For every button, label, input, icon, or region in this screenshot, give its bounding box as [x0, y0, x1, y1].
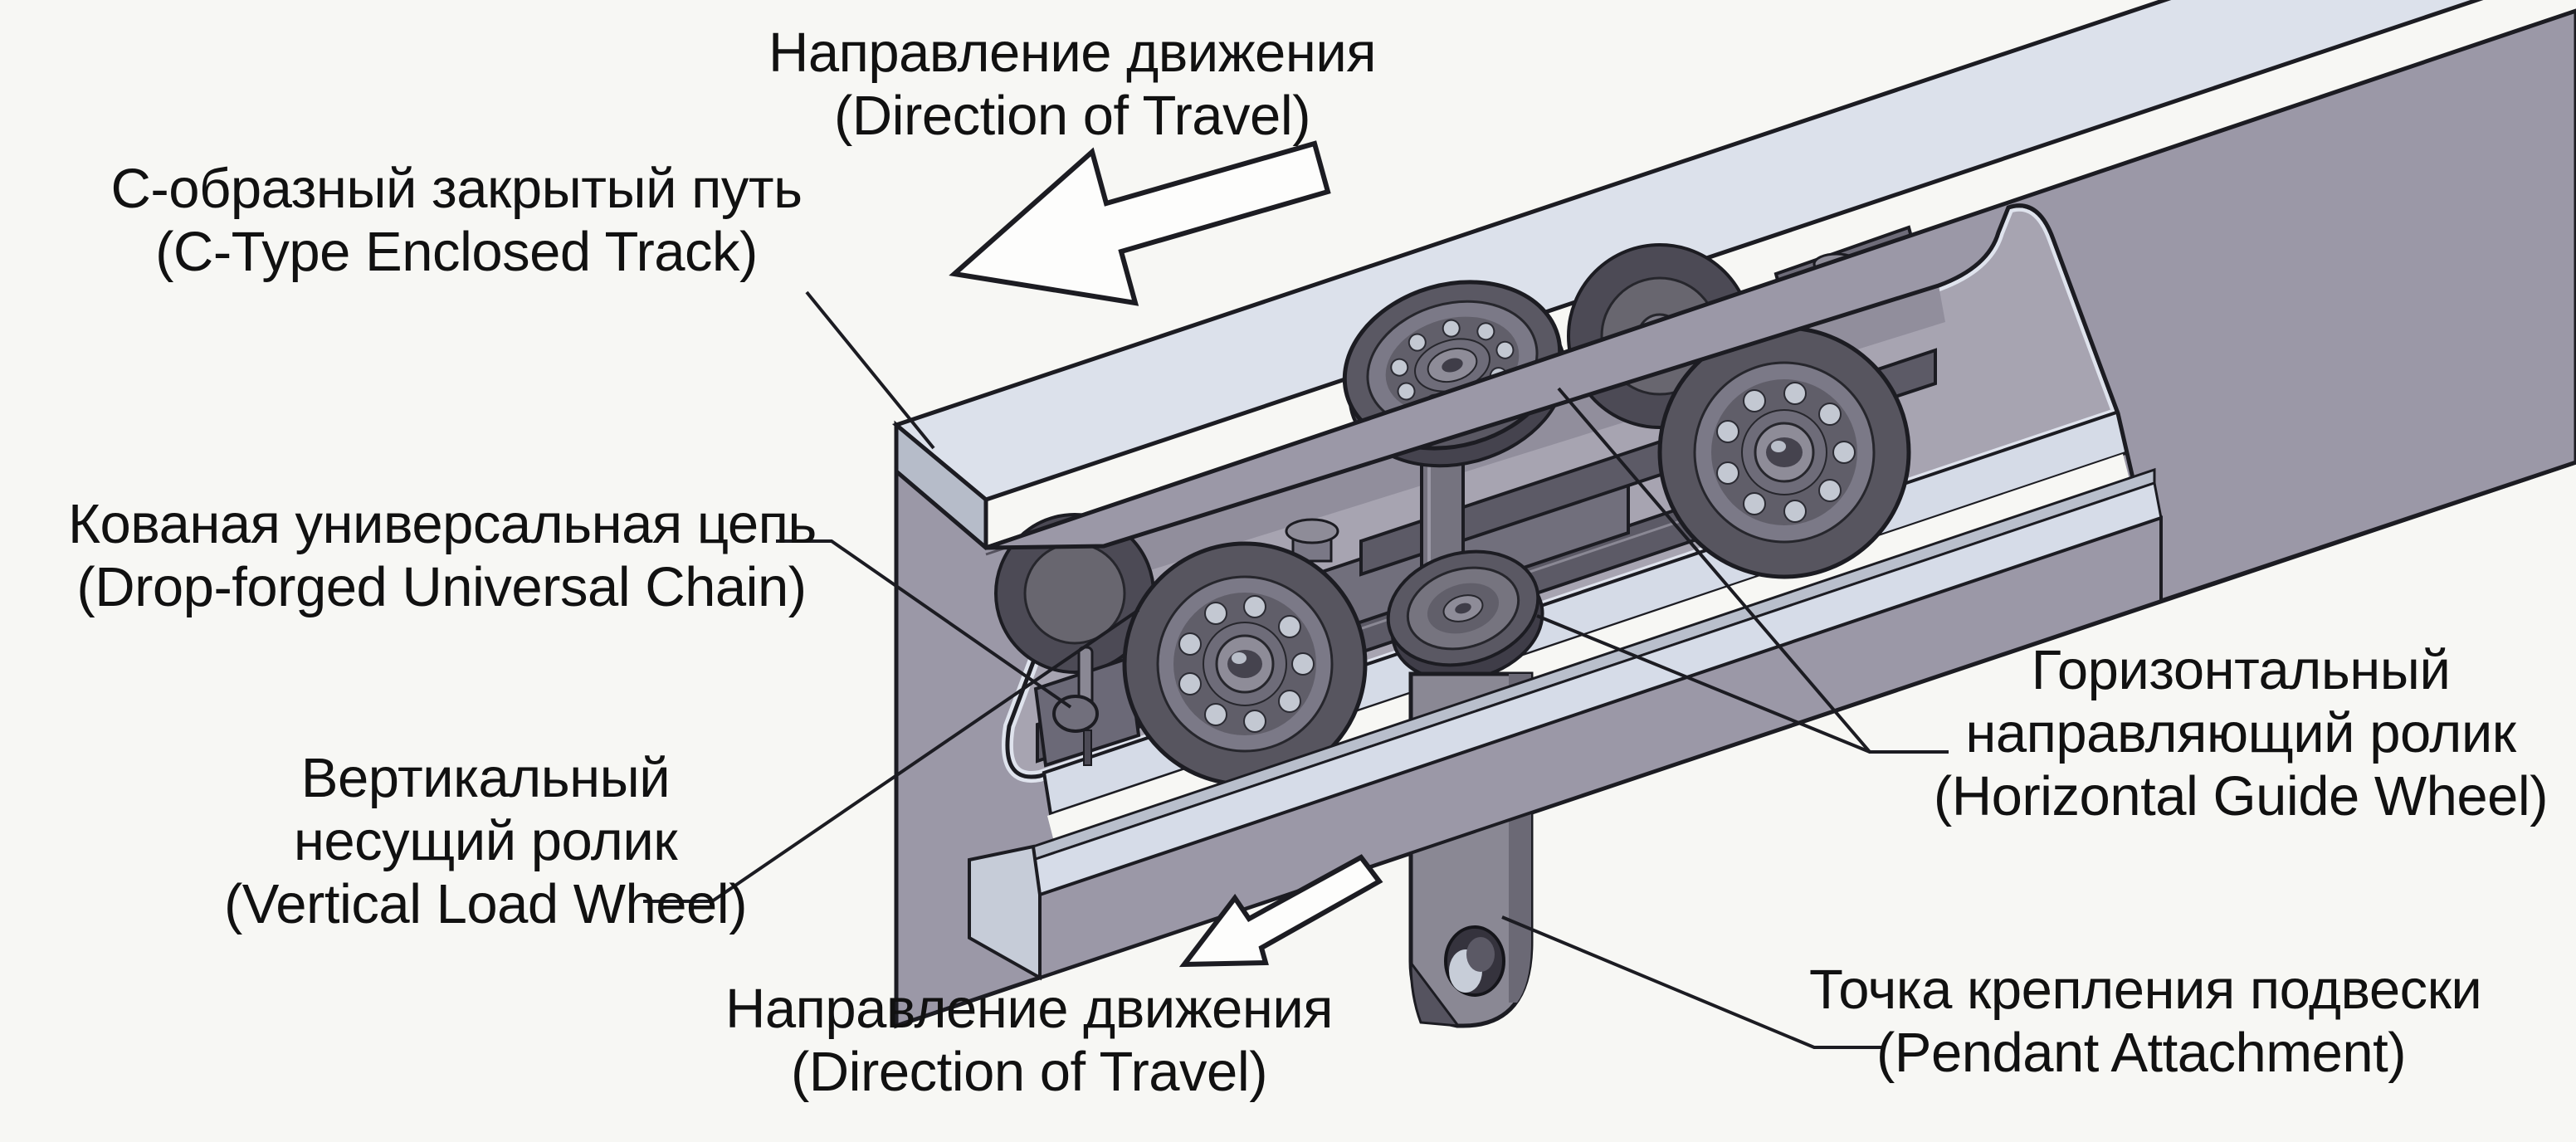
label-direction-top-ru: Направление движения	[768, 22, 1377, 84]
label-direction-of-travel-bottom: Направление движения (Direction of Trave…	[697, 978, 1361, 1104]
label-vwheel-en: (Vertical Load Wheel)	[223, 873, 748, 935]
label-c-type-enclosed-track: С-образный закрытый путь (C-Type Enclose…	[83, 158, 830, 284]
leader-vertical-wheel	[643, 608, 1140, 903]
rail-end-face	[968, 844, 1042, 981]
leader-track	[805, 290, 935, 450]
far-load-wheel-left	[994, 513, 1155, 674]
label-track-en: (C-Type Enclosed Track)	[155, 221, 758, 283]
label-direction-bottom-en: (Direction of Travel)	[790, 1041, 1268, 1103]
label-track-ru: С-образный закрытый путь	[110, 158, 803, 220]
label-horizontal-guide-wheel: Горизонтальный направляющий ролик (Horiz…	[1909, 639, 2573, 828]
bearing-balls-right	[1716, 382, 1856, 523]
pendant-hole	[1444, 925, 1505, 997]
label-vertical-load-wheel: Вертикальный несущий ролик (Vertical Loa…	[154, 747, 817, 936]
leader-chain	[776, 539, 1072, 709]
direction-arrow-top	[949, 140, 1331, 306]
track-web-top-strip	[985, 8, 2576, 604]
vertical-load-wheel-left	[1122, 541, 1368, 787]
pendant-chamfer	[1409, 959, 1461, 1027]
label-hwheel-ru1: Горизонтальный	[2031, 639, 2451, 701]
vertical-load-wheel-right	[1657, 325, 1911, 579]
label-direction-of-travel-top: Направление движения (Direction of Trave…	[740, 22, 1404, 148]
label-pendant-ru: Точка крепления подвески	[1809, 959, 2482, 1021]
label-hwheel-en: (Horizontal Guide Wheel)	[1933, 765, 2549, 827]
direction-arrow-bottom	[1178, 854, 1383, 968]
horizontal-guide-wheel-lower	[1386, 549, 1544, 682]
leader-horizontal-wheel-b	[1536, 614, 1871, 754]
near-bottom-rail	[968, 467, 2163, 981]
cotter-pin	[1083, 730, 1092, 766]
label-chain-en: (Drop-forged Universal Chain)	[76, 556, 807, 618]
chain-stud-left	[1285, 518, 1339, 563]
label-direction-top-en: (Direction of Travel)	[833, 85, 1311, 147]
label-hwheel-ru2: направляющий ролик	[1965, 702, 2516, 764]
label-vwheel-ru2: несущий ролик	[293, 810, 678, 872]
label-chain-ru: Кованая универсальная цепь	[68, 493, 817, 555]
leader-lines	[643, 290, 1949, 1049]
chain-trolley	[994, 225, 1937, 787]
label-direction-bottom-ru: Направление движения	[724, 978, 1334, 1040]
leader-pendant	[1501, 915, 1884, 1049]
chain-end-link	[1033, 646, 1141, 768]
label-drop-forged-chain: Кованая универсальная цепь (Drop-forged …	[68, 493, 817, 619]
label-vwheel-ru1: Вертикальный	[300, 747, 671, 809]
bearing-balls-left	[1178, 595, 1315, 733]
label-pendant-attachment: Точка крепления подвески (Pendant Attach…	[1809, 959, 2482, 1085]
label-pendant-en: (Pendant Attachment)	[1876, 1022, 2407, 1084]
